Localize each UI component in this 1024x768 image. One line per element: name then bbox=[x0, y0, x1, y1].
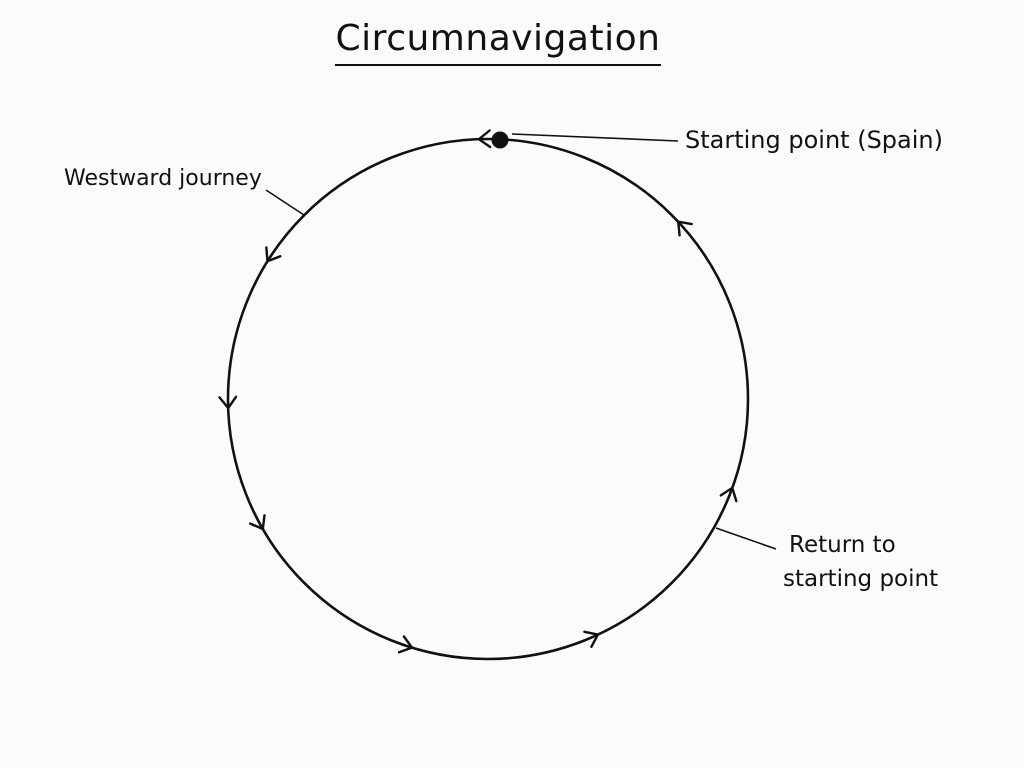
direction-arrow bbox=[249, 514, 266, 531]
starting-point-label: Starting point (Spain) bbox=[685, 126, 943, 154]
return-label-line-1: Return to bbox=[789, 532, 896, 558]
direction-arrow bbox=[397, 635, 414, 654]
return-label: Return to starting point bbox=[783, 528, 938, 596]
leader-lines bbox=[265, 133, 777, 550]
start-leader-line bbox=[511, 133, 679, 142]
return-label-line-2: starting point bbox=[783, 566, 939, 592]
direction-arrow bbox=[677, 220, 693, 237]
westward-journey-label: Westward journey bbox=[64, 166, 262, 191]
diagram-title: Circumnavigation bbox=[335, 18, 661, 59]
direction-arrow bbox=[218, 395, 238, 410]
return-leader-line bbox=[715, 527, 777, 550]
direction-arrow bbox=[265, 246, 282, 263]
direction-arrow bbox=[583, 630, 600, 648]
westward-leader-line bbox=[265, 189, 305, 216]
starting-point-dot bbox=[491, 131, 509, 149]
route-group bbox=[226, 137, 750, 661]
direction-arrows bbox=[218, 129, 738, 654]
title-underline bbox=[335, 64, 661, 66]
direction-arrow bbox=[719, 486, 738, 503]
route-circle bbox=[226, 137, 750, 661]
direction-arrow bbox=[477, 129, 492, 149]
